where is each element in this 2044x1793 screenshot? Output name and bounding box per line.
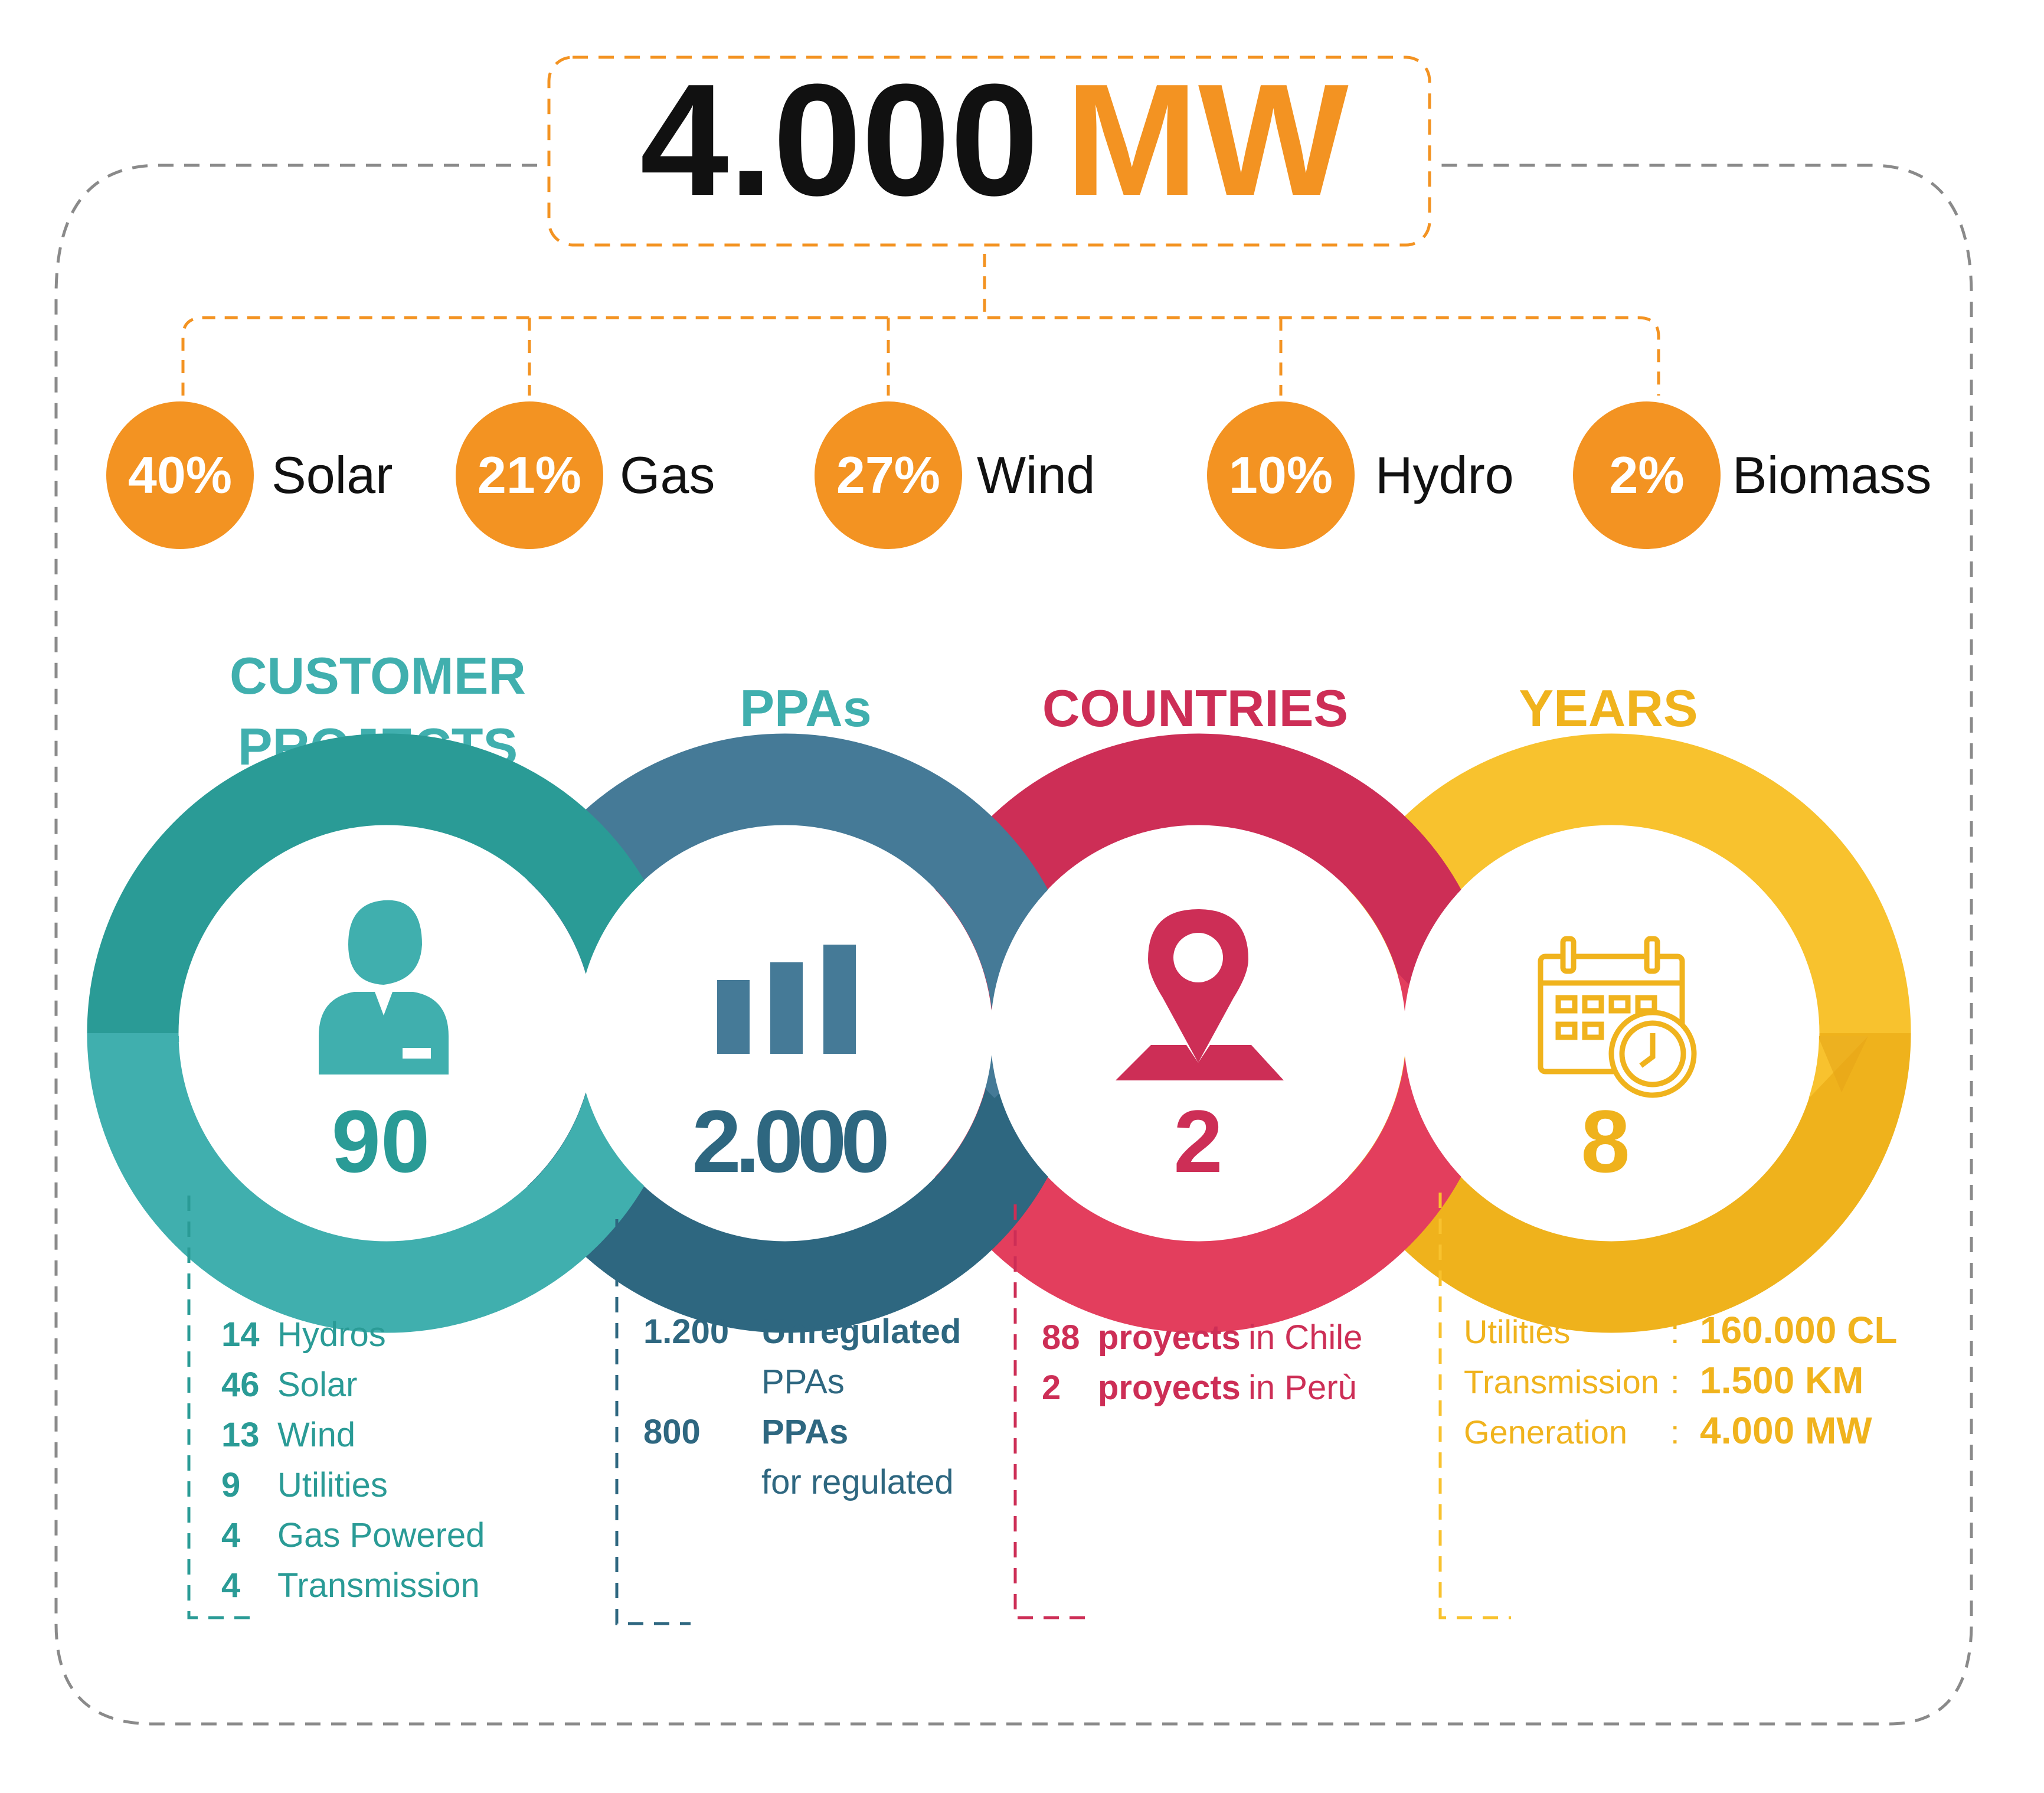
source-label: Wind xyxy=(977,446,1095,504)
detail-bold-label: Unregulated xyxy=(761,1312,961,1351)
countries-number: 2 xyxy=(1173,1092,1222,1191)
detail-label: Transmission xyxy=(277,1566,480,1605)
detail-label: PPAs xyxy=(761,1363,845,1401)
detail-sep: : xyxy=(1670,1363,1680,1400)
detail-label: for regulated xyxy=(761,1463,954,1501)
source-item-gas: 21% Gas xyxy=(456,401,715,549)
detail-num: 46 xyxy=(221,1366,260,1404)
detail-label: Wind xyxy=(277,1416,355,1454)
detail-sep: : xyxy=(1670,1313,1680,1350)
years-details: Utilities : 160.000 CL Transmission : 1.… xyxy=(1464,1309,1897,1452)
source-label: Gas xyxy=(620,446,715,504)
detail-leader-lines xyxy=(187,1193,1511,1625)
source-label: Solar xyxy=(272,446,393,504)
source-connectors xyxy=(181,254,1660,396)
bar-chart-icon xyxy=(717,945,856,1054)
total-capacity-value: 4.000 xyxy=(640,51,1039,229)
map-pin-icon xyxy=(1116,909,1284,1080)
percent-circle xyxy=(106,401,254,549)
calendar-clock-icon xyxy=(1538,936,1697,1098)
detail-label: Utilities xyxy=(1464,1313,1570,1350)
detail-label: Hydros xyxy=(277,1315,386,1354)
source-percent: 10% xyxy=(1229,446,1333,504)
outer-dashed-frame xyxy=(54,164,1973,1726)
source-percent: 2% xyxy=(1609,446,1684,504)
total-capacity-unit: MW xyxy=(1065,51,1350,229)
detail-value: 1.500 KM xyxy=(1700,1359,1863,1402)
source-percent: 40% xyxy=(128,446,232,504)
header-box xyxy=(547,55,1431,247)
source-item-solar: 40% Solar xyxy=(106,401,393,549)
detail-label: in Perù xyxy=(1248,1369,1357,1407)
detail-num: 2 xyxy=(1042,1369,1061,1407)
detail-num: 4 xyxy=(221,1566,240,1605)
percent-circle xyxy=(1207,401,1355,549)
percent-circle xyxy=(815,401,962,549)
section-title-countries: COUNTRIES xyxy=(1042,679,1348,737)
detail-num: 800 xyxy=(643,1413,701,1451)
customer-details: 14 Hydros 46 Solar 13 Wind 9 Utilities 4… xyxy=(221,1315,485,1605)
detail-bold-label: proyects xyxy=(1098,1369,1241,1407)
section-title-years: YEARS xyxy=(1519,679,1698,737)
customer-projects-number: 90 xyxy=(332,1092,430,1191)
ppas-details: 1.200 Unregulated PPAs 800 PPAs for regu… xyxy=(643,1312,961,1501)
detail-num: 9 xyxy=(221,1466,240,1504)
source-item-hydro: 10% Hydro xyxy=(1207,401,1514,549)
detail-label: Gas Powered xyxy=(277,1516,485,1554)
source-item-wind: 27% Wind xyxy=(815,401,1095,549)
countries-details: 88 proyects in Chile 2 proyects in Perù xyxy=(1042,1318,1362,1407)
source-item-biomass: 2% Biomass xyxy=(1573,401,1931,549)
detail-value: 160.000 CL xyxy=(1700,1309,1897,1351)
source-percent: 21% xyxy=(478,446,581,504)
percent-circle xyxy=(456,401,603,549)
detail-value: 4.000 MW xyxy=(1700,1409,1872,1452)
detail-label: in Chile xyxy=(1248,1318,1362,1357)
detail-label: Transmission xyxy=(1464,1363,1659,1400)
detail-label: Utilities xyxy=(277,1466,388,1504)
source-percent: 27% xyxy=(836,446,940,504)
detail-label: Solar xyxy=(277,1366,357,1404)
detail-label: Generation xyxy=(1464,1413,1627,1451)
detail-bold-label: PPAs xyxy=(761,1413,848,1451)
detail-sep: : xyxy=(1670,1413,1680,1451)
source-label: Biomass xyxy=(1732,446,1931,504)
person-icon xyxy=(319,900,449,1075)
section-title-customer-line1: CUSTOMER xyxy=(230,646,526,705)
detail-num: 13 xyxy=(221,1416,260,1454)
years-number: 8 xyxy=(1581,1092,1630,1191)
detail-num: 4 xyxy=(221,1516,240,1554)
detail-bold-label: proyects xyxy=(1098,1318,1241,1357)
percent-circle xyxy=(1573,401,1721,549)
section-title-ppas: PPAs xyxy=(740,679,871,737)
source-label: Hydro xyxy=(1375,446,1514,504)
ppas-number: 2.000 xyxy=(692,1092,887,1191)
detail-num: 1.200 xyxy=(643,1312,729,1351)
detail-num: 14 xyxy=(221,1315,260,1354)
detail-num: 88 xyxy=(1042,1318,1080,1357)
